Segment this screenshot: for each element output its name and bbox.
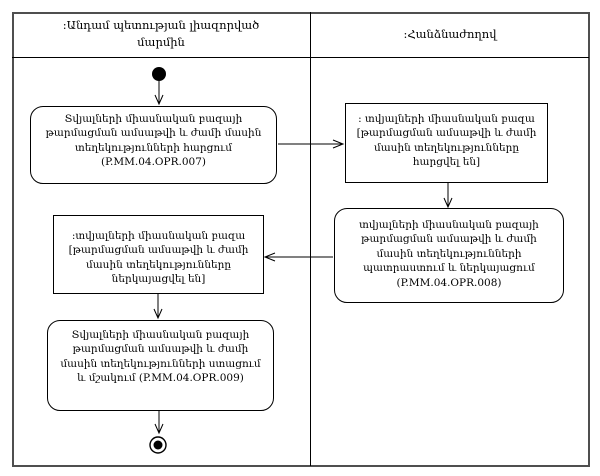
- action-node-prepare-submit-info-opr008: տվյալների միասնական բազայի թարմացման ամս…: [334, 208, 564, 303]
- final-node-icon: [149, 436, 167, 454]
- lane-header-commission: :Հանձնաժողով: [403, 26, 497, 41]
- arrow-queried-object-to-prepare: [443, 183, 453, 209]
- object-node-unified-database-queried: : տվյալների միասնական բազա [թարմացման ամ…: [345, 103, 548, 183]
- action-node-request-info-opr007: Տվյալների միասնական բազայի թարմացման ամս…: [30, 106, 277, 184]
- arrow-start-to-request: [154, 81, 164, 106]
- object-node-unified-database-submitted: :տվյալների միասնական բազա [թարմացման ամս…: [53, 215, 264, 294]
- lane-header-member-state-authorized-body: :Անդամ պետության լիազորված մարմին: [62, 18, 260, 49]
- arrow-request-to-queried-object: [278, 139, 345, 149]
- arrow-prepare-to-submitted-object: [263, 252, 333, 262]
- initial-node-icon: [152, 67, 166, 81]
- arrow-submitted-object-to-receive: [153, 294, 163, 320]
- arrow-receive-to-final: [154, 411, 164, 435]
- action-node-receive-process-info-opr009: Տվյալների միասնական բազայի թարմացման ամս…: [47, 320, 274, 411]
